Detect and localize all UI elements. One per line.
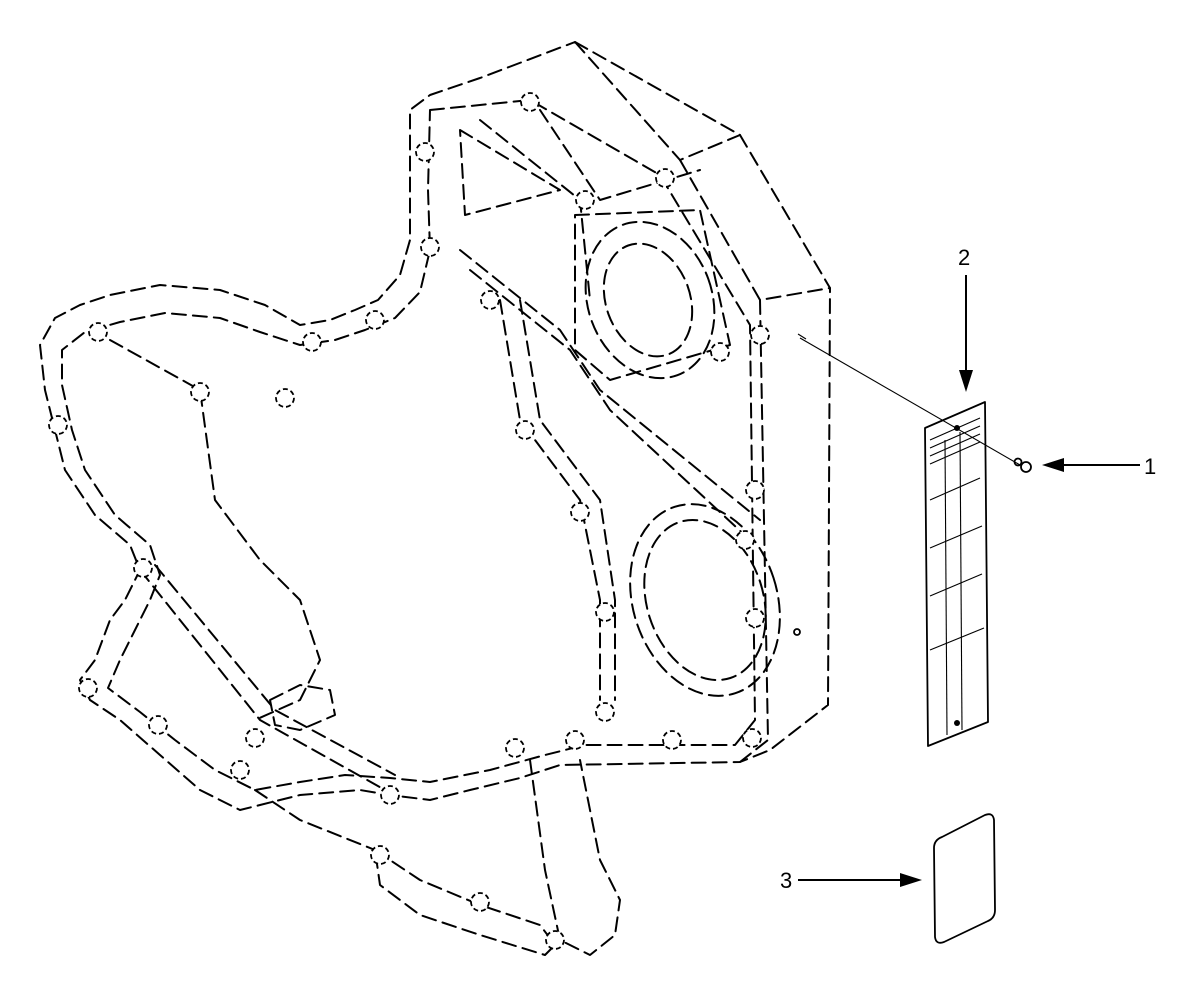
bolt-boss	[415, 142, 435, 162]
bolt-boss	[365, 310, 385, 330]
callout-3-label: 3	[780, 868, 792, 893]
housing-front-face-right	[739, 299, 769, 763]
housing-center-rib	[499, 299, 601, 701]
housing-lower-leg	[529, 759, 621, 956]
housing-nub	[269, 684, 336, 731]
bolt-boss	[735, 530, 755, 550]
housing-center-rib-2	[519, 299, 616, 701]
housing-rib-a	[479, 119, 591, 301]
housing-lower-arm	[254, 789, 376, 851]
screw-head	[1020, 461, 1032, 473]
bolt-boss	[420, 237, 440, 257]
bolt-boss	[710, 342, 730, 362]
housing-side-edge	[679, 159, 831, 301]
housing-diagonal-rib-2	[469, 269, 751, 541]
housing-inner-flange	[61, 99, 756, 791]
callout-1: 1	[1042, 454, 1156, 479]
housing-top-edge	[574, 41, 741, 161]
bolt-boss	[750, 325, 770, 345]
emission-plate	[924, 401, 989, 747]
emission-plate-lines	[929, 417, 985, 736]
lower-bore-inner	[643, 518, 767, 682]
housing-lower-rib	[139, 569, 386, 791]
upper-bore-outer	[584, 220, 716, 380]
housing-lower-rib-2	[154, 564, 396, 776]
callout-2-arrowhead	[959, 370, 973, 392]
front-face-hole	[793, 628, 801, 636]
gear-housing-outline	[39, 41, 831, 956]
callout-1-label: 1	[1144, 454, 1156, 479]
bolt-boss	[133, 558, 153, 578]
callout-3-arrowhead	[900, 873, 922, 887]
bolt-boss	[505, 738, 525, 758]
upper-bore-inner	[602, 242, 694, 358]
bolt-boss	[370, 845, 390, 865]
housing-diagonal-rib	[459, 249, 761, 521]
bolt-boss	[515, 420, 535, 440]
bolt-boss	[655, 168, 675, 188]
bolt-boss	[78, 678, 98, 698]
callout-3: 3	[780, 868, 922, 893]
bolt-boss	[545, 930, 565, 950]
bolt-boss	[745, 480, 765, 500]
bolt-boss	[595, 602, 615, 622]
bolt-boss	[745, 608, 765, 628]
bolt-boss	[48, 415, 68, 435]
bolt-boss	[662, 730, 682, 750]
emission-plate-outline	[924, 401, 989, 747]
bolt-boss	[380, 785, 400, 805]
emission-plate-rivet-top	[954, 425, 960, 431]
callout-1-arrowhead	[1042, 458, 1064, 472]
lower-bore-outer	[629, 503, 781, 697]
bolt-bosses	[48, 92, 770, 950]
bolt-boss	[190, 382, 210, 402]
emission-plate-rivet-bottom	[954, 720, 960, 726]
bolt-boss	[742, 728, 762, 748]
plate-3-outline	[933, 813, 996, 944]
bolt-boss	[230, 760, 250, 780]
bolt-boss	[595, 702, 615, 722]
bolt-boss	[470, 892, 490, 912]
bolt-boss	[245, 728, 265, 748]
bolt-boss	[88, 322, 108, 342]
upper-bore-frame	[574, 209, 731, 381]
assembly-leader-tick	[797, 333, 807, 340]
assembly-leader-line	[799, 337, 1021, 466]
bolt-boss	[520, 92, 540, 112]
housing-left-bay	[109, 339, 321, 721]
decal-mounting-screw	[1013, 457, 1032, 473]
bolt-boss	[302, 332, 322, 352]
bolt-boss	[575, 190, 595, 210]
bolt-boss	[570, 502, 590, 522]
callout-2-label: 2	[958, 245, 970, 270]
housing-lower-foot	[374, 849, 556, 956]
bolt-boss	[480, 290, 500, 310]
bolt-boss	[565, 730, 585, 750]
screw-shank	[1013, 457, 1023, 467]
callout-2: 2	[958, 245, 973, 392]
bolt-boss	[275, 388, 295, 408]
bolt-boss	[148, 715, 168, 735]
housing-top-pocket	[459, 129, 561, 216]
